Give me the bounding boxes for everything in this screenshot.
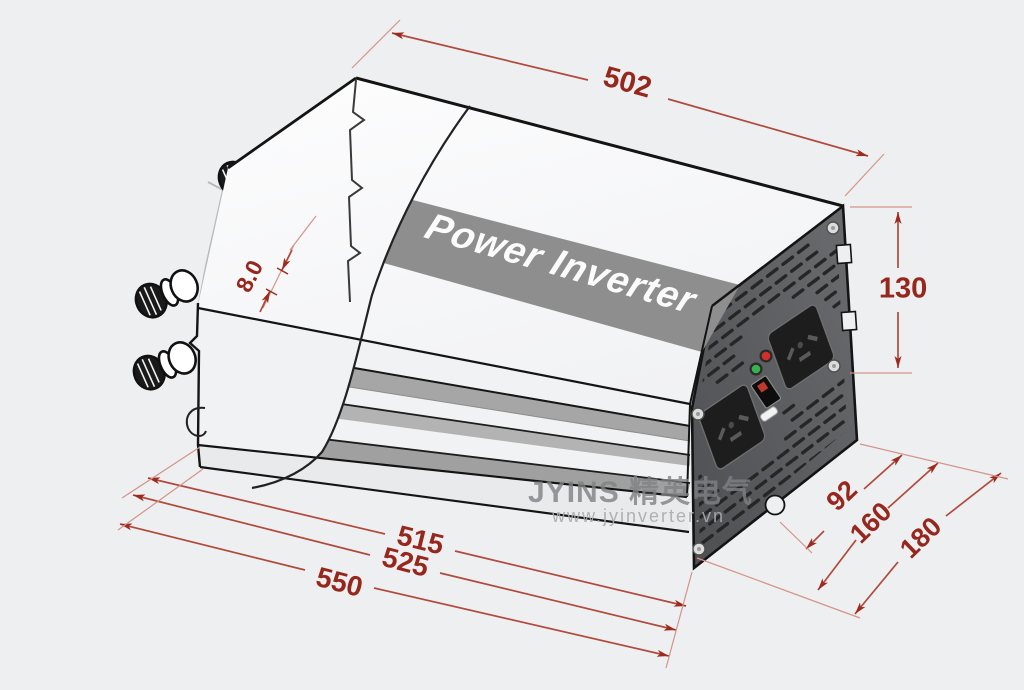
watermark-brand: JYINS 精英电气 <box>528 476 753 509</box>
label-stripe <box>366 192 740 352</box>
mounting-slot <box>764 494 786 516</box>
power-switch <box>750 375 782 409</box>
watermark: JYINS 精英电气 www.jyinverter.vn <box>528 476 753 526</box>
led-red <box>759 349 773 363</box>
usb-port <box>759 406 779 422</box>
dimension-130: 130 <box>850 206 927 374</box>
break-line <box>346 79 366 303</box>
inverter-body: Power Inverter <box>185 76 844 534</box>
terminal-post-4 <box>132 341 197 391</box>
dimension-length-extensions <box>117 446 693 669</box>
dim-label-130: 130 <box>879 273 927 305</box>
panel-screws <box>691 221 841 556</box>
cable-hook <box>185 406 207 437</box>
dimension-depth-extensions <box>696 443 1009 619</box>
watermark-url: www.jyinverter.vn <box>551 506 725 526</box>
flange-notches <box>764 243 858 516</box>
sweep-curve <box>251 105 471 490</box>
led-green <box>749 362 763 376</box>
ac-outlet-lower <box>698 384 766 470</box>
ac-outlet-upper <box>767 304 835 390</box>
terminal-post-3 <box>134 269 199 319</box>
